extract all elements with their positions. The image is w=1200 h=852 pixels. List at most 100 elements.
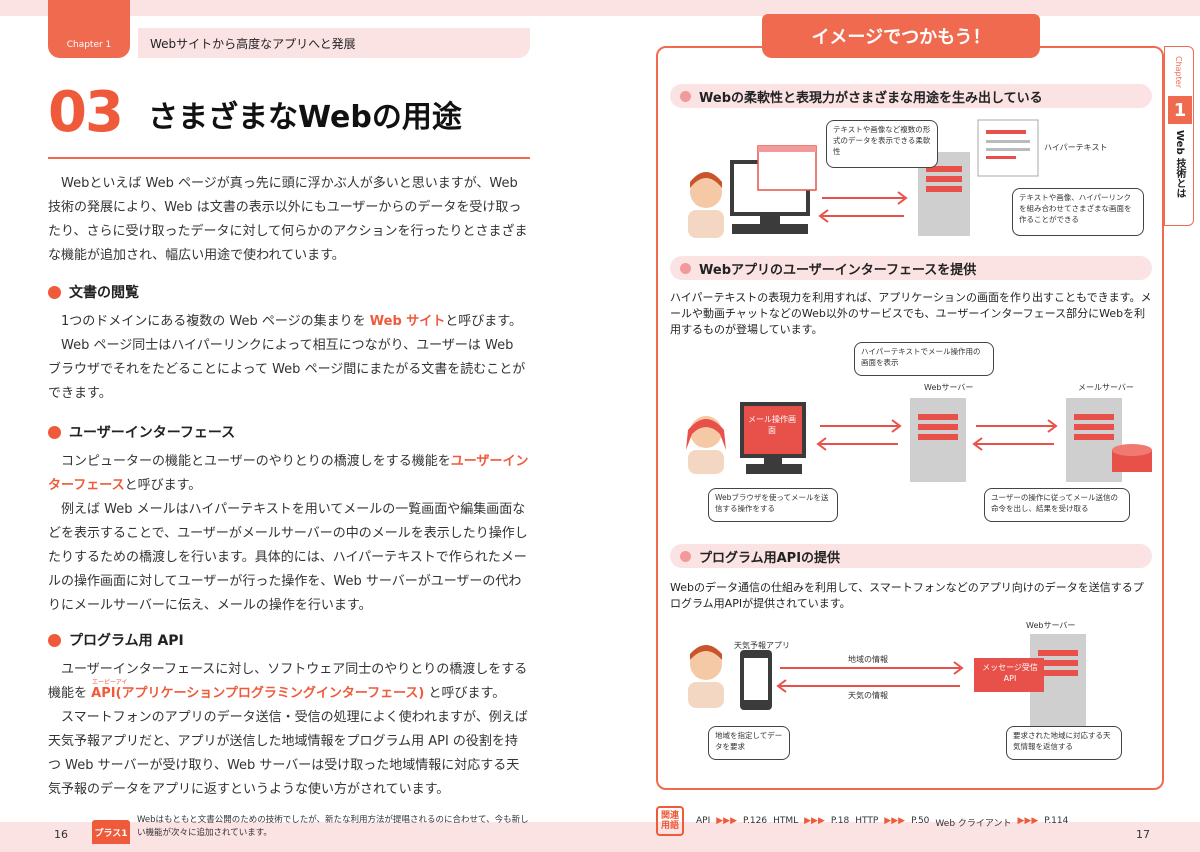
text: と呼びます。: [424, 686, 506, 701]
arrow-icon: ▶▶▶: [1017, 816, 1039, 826]
monitor-icon: [740, 402, 806, 474]
text: と呼びます。: [445, 314, 522, 329]
related-page: P.126: [743, 816, 768, 826]
panel2-illustration: [686, 398, 1152, 482]
bullet-dot-icon: [48, 633, 61, 647]
right-header: イメージでつかもう！: [762, 14, 1040, 58]
panel3-title: プログラム用APIの提供: [670, 544, 1152, 568]
api-paragraph-2: スマートフォンのアプリのデータ送信・受信の処理によく使われますが、例えば天気予報…: [48, 710, 528, 797]
api-box: [974, 658, 1044, 692]
related-page: P.114: [1044, 816, 1069, 826]
exchange-arrows-icon: [776, 661, 964, 693]
page-number-right: 17: [1136, 828, 1150, 841]
smartphone-icon: [740, 650, 772, 710]
bottom-band: [0, 822, 1200, 852]
exchange-arrows-icon: [816, 419, 1058, 451]
related-term[interactable]: HTTP: [855, 816, 879, 826]
page-number-left: 16: [54, 828, 68, 841]
document-paragraph-2: Web ページ同士はハイパーリンクによって相互につながり、ユーザーは Web ブ…: [48, 338, 526, 401]
bullet-dot-icon: [680, 90, 691, 102]
bullet-dot-icon: [48, 285, 61, 299]
text: ユーザーインターフェースに対し、ソフトウェア同士のやりとりの橋渡しをする機能を: [48, 662, 528, 701]
panel2-bubble-top: ハイパーテキストでメール操作用の画面を表示: [854, 342, 994, 376]
side-chapter-number: 1: [1168, 96, 1192, 124]
person-icon: [688, 645, 724, 708]
bullet-dot-icon: [680, 262, 691, 274]
panel-title-text: Webアプリのユーザーインターフェースを提供: [699, 262, 977, 278]
keyword: API(アプリケーションプログラミングインターフェース): [91, 686, 425, 701]
related-terms-list: API ▶▶▶ P.126 HTML ▶▶▶ P.18 HTTP ▶▶▶ P.50 Web …: [696, 816, 1068, 829]
chapter-tab: Chapter 1: [48, 0, 130, 58]
top-band: [0, 0, 1200, 16]
title-rule: [48, 157, 530, 159]
ui-paragraph-2: 例えば Web メールはハイパーテキストを用いてメールの一覧画面や編集画面などを…: [48, 502, 528, 613]
keyword: ユーザーインターフェース: [48, 454, 529, 493]
related-terms-badge: 関連用語: [656, 806, 684, 836]
mail-screen-label: メール操作画面: [748, 415, 796, 435]
web-server-label: Webサーバー: [924, 383, 974, 392]
plus-badge: プラス1: [92, 820, 130, 844]
api-ruby: エーピーアイ: [92, 679, 128, 686]
panel-title-text: Webの柔軟性と表現力がさまざまな用途を生み出している: [699, 90, 1043, 106]
section-title: さまざまなWebの用途: [148, 100, 462, 135]
ui-paragraph-1: コンピューターの機能とユーザーのやりとりの橋渡しをする機能をユーザーインターフェ…: [48, 450, 530, 498]
panel1-bubble-right: テキストや画像、ハイパーリンクを組み合わせてさまざまな画面を作ることができる: [1012, 188, 1144, 236]
heading-text: プログラム用 API: [69, 633, 184, 649]
panel3-bubble-right: 要求された地域に対応する天気情報を返信する: [1006, 726, 1122, 760]
side-chapter-title: Web 技術とは: [1174, 130, 1185, 199]
heading-text: 文書の閲覧: [69, 285, 139, 301]
heading-document: 文書の閲覧: [48, 282, 139, 302]
related-term[interactable]: HTML: [773, 816, 799, 826]
web-server-icon: [910, 398, 966, 482]
related-term[interactable]: API: [696, 816, 711, 826]
label-hypertext: ハイパーテキスト: [1044, 143, 1108, 152]
related-page: P.18: [830, 816, 850, 826]
heading-api: プログラム用 API: [48, 630, 184, 650]
panel1-bubble-left: テキストや画像など複数の形式のデータを表示できる柔軟性: [826, 120, 938, 168]
chapter-label: Chapter 1: [66, 40, 112, 50]
panel2-text: ハイパーテキストの表現力を利用すれば、アプリケーションの画面を作り出すこともでき…: [670, 291, 1152, 336]
intro-paragraph: Webといえば Web ページが真っ先に頭に浮かぶ人が多いと思いますが、Web …: [48, 176, 528, 263]
person-icon: [688, 172, 724, 238]
bullet-dot-icon: [680, 550, 691, 562]
document-icon: [977, 119, 1039, 177]
mail-server-label: メールサーバー: [1078, 383, 1134, 392]
bullet-dot-icon: [48, 425, 61, 439]
arrow-icon: ▶▶▶: [716, 816, 738, 826]
panel2-title: Webアプリのユーザーインターフェースを提供: [670, 256, 1152, 280]
related-page: P.50: [911, 816, 930, 826]
arrow-label-region: 地域の情報: [848, 655, 888, 664]
text: と呼びます。: [124, 478, 202, 493]
mail-server-icon: [1066, 398, 1152, 482]
arrow-icon: ▶▶▶: [804, 816, 825, 826]
side-chapter-label: Chapter: [1174, 56, 1183, 88]
panel3-server-label: Webサーバー: [1026, 621, 1076, 630]
text: コンピューターの機能とユーザーのやりとりの橋渡しをする機能を: [61, 454, 451, 469]
panel1-title: Webの柔軟性と表現力がさまざまな用途を生み出している: [670, 84, 1152, 108]
heading-text: ユーザーインターフェース: [69, 425, 236, 441]
panel2-bubble-left: Webブラウザを使ってメールを送信する操作をする: [708, 488, 838, 522]
panel2-bubble-right: ユーザーの操作に従ってメール送信の命令を出し、結果を受け取る: [984, 488, 1130, 522]
section-number: 03: [48, 80, 124, 145]
person-icon: [686, 416, 726, 474]
panel3-illustration: [688, 634, 1086, 726]
panel3-text: Webのデータ通信の仕組みを利用して、スマートフォンなどのアプリ向けのデータを送…: [670, 581, 1144, 610]
api-box-label: メッセージ受信 API: [982, 663, 1038, 683]
document-paragraph-1: 1つのドメインにある複数の Web ページの集まりを Web サイトと呼びます。: [48, 310, 530, 334]
arrow-label-weather: 天気の情報: [848, 691, 888, 700]
panel-title-text: プログラム用APIの提供: [699, 550, 841, 566]
arrow-icon: ▶▶▶: [884, 816, 906, 826]
panel1-illustration: [688, 119, 1039, 238]
page-window-icon: [757, 145, 817, 191]
api-paragraph-1: ユーザーインターフェースに対し、ソフトウェア同士のやりとりの橋渡しをする機能を …: [48, 658, 530, 706]
panel3-bubble-left: 地域を指定してデータを要求: [708, 726, 790, 760]
exchange-arrows-icon: [818, 191, 908, 223]
plus-note: Webはもともと文書公開のための技術でしたが、新たな利用方法が提唱されるのに合わ…: [137, 815, 529, 838]
chapter-title: Webサイトから高度なアプリへと発展: [138, 28, 530, 58]
keyword: Web サイト: [369, 314, 446, 329]
app-label: 天気予報アプリ: [734, 641, 790, 650]
side-tab: [1164, 46, 1194, 226]
heading-ui: ユーザーインターフェース: [48, 422, 235, 442]
related-term[interactable]: Web クライアント: [935, 819, 1012, 829]
text: 1つのドメインにある複数の Web ページの集まりを: [61, 314, 370, 329]
